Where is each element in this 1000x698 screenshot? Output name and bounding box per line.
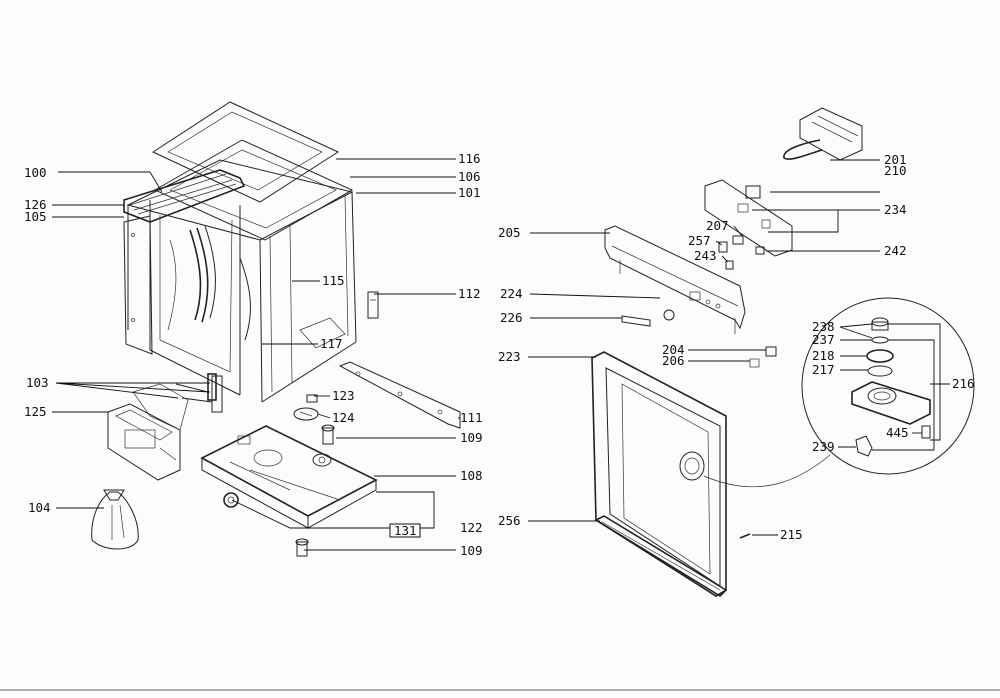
- side-panel-left: [123, 215, 153, 355]
- label-243: 243: [694, 248, 717, 263]
- door-hinge-bracket: [367, 291, 379, 319]
- label-445: 445: [886, 425, 909, 440]
- detergent-dispenser: [107, 403, 181, 481]
- label-108: 108: [460, 468, 483, 483]
- micro-switch: [749, 346, 777, 368]
- float-disc: [293, 407, 319, 421]
- adjustable-foot-lower: [295, 538, 309, 557]
- label-106: 106: [458, 169, 481, 184]
- label-257: 257: [688, 233, 711, 248]
- insulation-panel: [299, 317, 346, 349]
- part-box-131: [389, 523, 421, 538]
- control-panel-frame: [604, 225, 746, 334]
- callout-labels: 100 126 105 103 125 104 116 106 101 115 …: [24, 151, 975, 558]
- adjustable-foot-upper: [321, 424, 335, 445]
- label-201: 201: [884, 152, 907, 167]
- dispenser-detail-circle: [801, 297, 975, 475]
- label-111: 111: [460, 410, 483, 425]
- lamp-243: [725, 260, 734, 270]
- label-217: 217: [812, 362, 835, 377]
- label-207: 207: [706, 218, 729, 233]
- button-207: [732, 235, 744, 245]
- label-226: 226: [500, 310, 523, 325]
- label-224: 224: [500, 286, 523, 301]
- drain-pump: [223, 492, 239, 508]
- knob-224: [663, 309, 675, 321]
- seal-218: [866, 349, 894, 363]
- label-242: 242: [884, 243, 907, 258]
- label-131: 131: [394, 523, 417, 538]
- label-238: 238: [812, 319, 835, 334]
- label-105: 105: [24, 209, 47, 224]
- cabinet-frame: [126, 159, 357, 403]
- clip-445: [921, 425, 931, 439]
- salt-bag: [91, 489, 139, 550]
- screw-215: [739, 533, 751, 539]
- wiring-harness: [167, 225, 251, 341]
- connector-242: [755, 246, 765, 255]
- label-125: 125: [24, 404, 47, 419]
- control-board: [704, 179, 793, 257]
- label-237: 237: [812, 332, 835, 347]
- door-seal-strip: [123, 169, 246, 223]
- label-124: 124: [332, 410, 355, 425]
- label-104: 104: [28, 500, 51, 515]
- label-239: 239: [812, 439, 835, 454]
- label-218: 218: [812, 348, 835, 363]
- label-256: 256: [498, 513, 521, 528]
- button-257: [718, 241, 728, 253]
- hinge-assembly: [175, 373, 223, 413]
- label-216: 216: [952, 376, 975, 391]
- label-234: 234: [884, 202, 907, 217]
- heating-element: [783, 107, 863, 161]
- label-205: 205: [498, 225, 521, 240]
- door-bracket-rail: [338, 361, 461, 429]
- top-cover-panel: [151, 101, 340, 203]
- label-103: 103: [26, 375, 49, 390]
- dispenser-body-216: [851, 381, 931, 425]
- label-123: 123: [332, 388, 355, 403]
- label-206: 206: [662, 353, 685, 368]
- label-223: 223: [498, 349, 521, 364]
- label-122: 122: [460, 520, 483, 535]
- ring-237: [871, 336, 889, 344]
- label-100: 100: [24, 165, 47, 180]
- cap-238: [871, 317, 889, 331]
- small-clip: [306, 394, 318, 403]
- label-215: 215: [780, 527, 803, 542]
- label-210: 210: [884, 163, 907, 178]
- seal-217: [867, 365, 893, 377]
- door-gasket-256: [594, 515, 728, 598]
- label-126: 126: [24, 197, 47, 212]
- dispenser-connector-line: [703, 454, 831, 488]
- lever-239: [855, 435, 873, 457]
- label-109-lower: 109: [460, 543, 483, 558]
- label-116: 116: [458, 151, 481, 166]
- base-tray: [200, 425, 378, 529]
- leader-lines: [52, 158, 950, 551]
- dispenser-cover-flap: [132, 383, 189, 431]
- label-204: 204: [662, 342, 685, 357]
- label-115: 115: [322, 273, 345, 288]
- label-117: 117: [320, 336, 343, 351]
- top-frame: [153, 139, 354, 241]
- label-109-upper: 109: [460, 430, 483, 445]
- label-101: 101: [458, 185, 481, 200]
- trim-strip-226: [621, 315, 651, 327]
- label-112: 112: [458, 286, 481, 301]
